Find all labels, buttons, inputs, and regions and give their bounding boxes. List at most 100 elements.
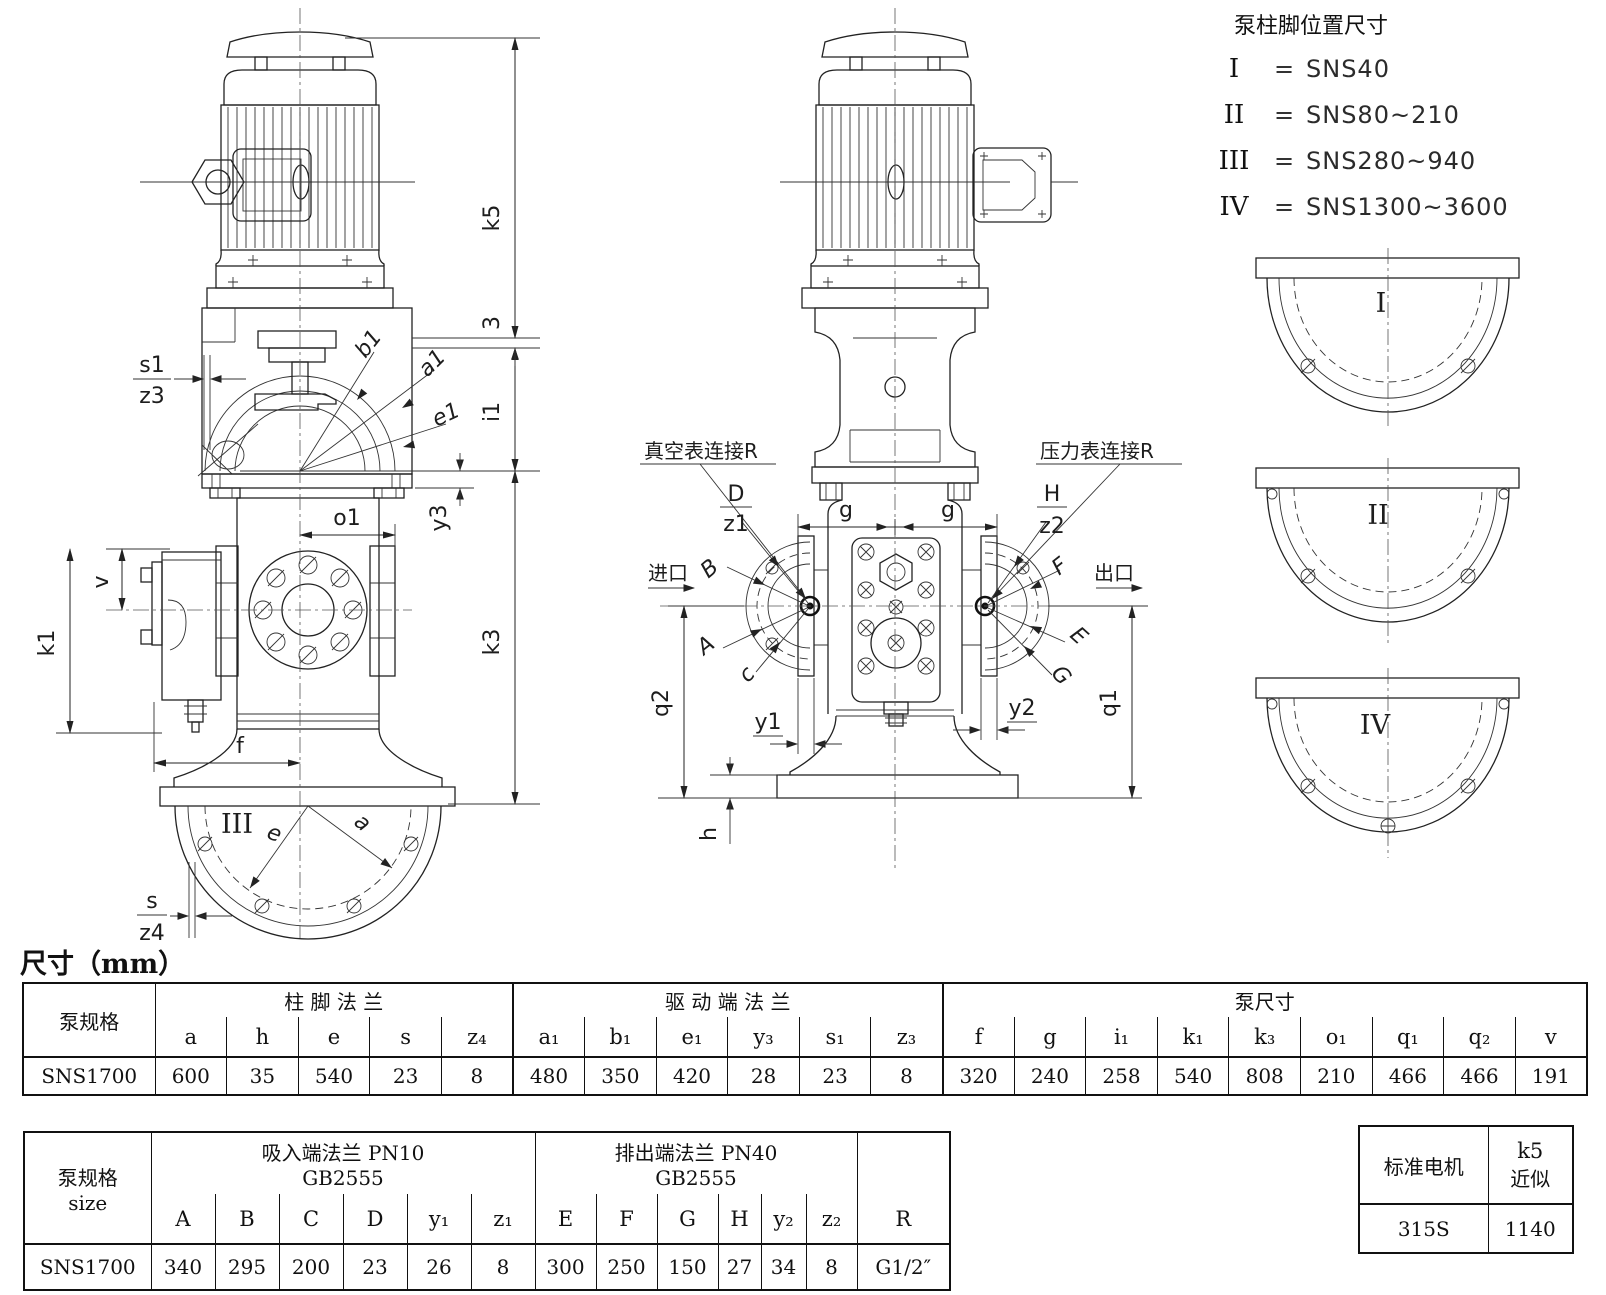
- col-header: y₁: [406, 1194, 472, 1245]
- cell: 35: [226, 1056, 299, 1096]
- motor-header: 标准电机: [1358, 1125, 1489, 1205]
- cell: 540: [1156, 1056, 1230, 1096]
- dim-v: v: [89, 575, 114, 588]
- dim-z1: z1: [723, 512, 749, 537]
- cell: 295: [214, 1243, 280, 1291]
- plate-II-label: II: [1367, 500, 1388, 531]
- equals-sign: =: [1273, 55, 1295, 83]
- cell: 480: [511, 1056, 586, 1096]
- group-header-pump-size: 泵尺寸: [941, 982, 1588, 1017]
- dim-E: E: [1065, 622, 1092, 650]
- dim-z2: z2: [1039, 514, 1065, 539]
- equals-sign: =: [1273, 193, 1295, 221]
- cell: 340: [150, 1243, 216, 1291]
- col-header: e₁: [655, 1017, 729, 1058]
- cell: 26: [406, 1243, 472, 1291]
- pressure-gauge-label: 压力表连接R: [1040, 439, 1154, 463]
- dim-y2: y2: [1008, 696, 1035, 721]
- col-header-pump-spec: 泵规格 size: [23, 1131, 152, 1245]
- cell: 250: [595, 1243, 658, 1291]
- cell: 8: [870, 1056, 944, 1096]
- dimensions-heading: 尺寸（mm）: [20, 949, 186, 980]
- equals-sign: =: [1273, 147, 1295, 175]
- cell: 28: [727, 1056, 800, 1096]
- cell: 23: [342, 1243, 408, 1291]
- motor-frame-cell: 315S: [1358, 1203, 1489, 1254]
- relief-valve: [140, 551, 222, 733]
- dim-q2: q2: [649, 689, 674, 717]
- pump-column: [215, 497, 396, 730]
- col-header: y₂: [760, 1194, 807, 1245]
- dim-q1: q1: [1097, 689, 1122, 717]
- col-header: o₁: [1300, 1017, 1373, 1058]
- pump-model-cell: SNS1700: [23, 1243, 152, 1291]
- cell: 210: [1300, 1056, 1373, 1096]
- legend-numeral: III: [1218, 146, 1250, 176]
- cell: 808: [1228, 1056, 1301, 1096]
- dim-e1: e1: [428, 398, 464, 432]
- dim-b1: b1: [350, 325, 387, 362]
- front-view: s1 z3 b1 a1 e1 3 k5 i1 k3 y3 o1 v k1 f I…: [35, 8, 540, 942]
- outlet-label: 出口: [1094, 561, 1134, 585]
- terminal-box-icon: [140, 148, 312, 222]
- dim-a: a: [349, 809, 375, 837]
- dim-B: B: [696, 555, 724, 584]
- col-header: z₄: [440, 1017, 514, 1058]
- foot-plate-IV: IV: [1255, 668, 1520, 858]
- cell: 350: [584, 1056, 657, 1096]
- dim-k5: k5: [480, 205, 505, 232]
- k5-value-cell: 1140: [1487, 1203, 1574, 1254]
- col-header: s₁: [798, 1017, 872, 1058]
- col-header: a₁: [511, 1017, 586, 1058]
- col-header: z₂: [805, 1194, 858, 1245]
- col-header: G: [656, 1194, 719, 1245]
- terminal-box-icon: [972, 147, 1078, 223]
- col-header: f: [941, 1017, 1015, 1058]
- dim-3: 3: [480, 316, 505, 330]
- group-header-discharge-flange: 排出端法兰 PN40 GB2555: [534, 1131, 858, 1194]
- cell: 8: [440, 1056, 514, 1096]
- dim-y1: y1: [754, 710, 781, 735]
- cell: 240: [1013, 1056, 1087, 1096]
- cell: 34: [760, 1243, 807, 1291]
- col-header: b₁: [584, 1017, 657, 1058]
- cell: 600: [154, 1056, 228, 1096]
- legend-numeral: II: [1223, 100, 1245, 130]
- table-row: 315S 1140: [1358, 1203, 1574, 1254]
- dim-f: f: [236, 734, 245, 759]
- col-header: z₃: [870, 1017, 944, 1058]
- legend-value: SNS1300~3600: [1306, 193, 1509, 221]
- legend-row: IV = SNS1300~3600: [1206, 192, 1602, 222]
- cell: 466: [1371, 1056, 1445, 1096]
- col-header: B: [214, 1194, 280, 1245]
- legend-row: I = SNS40: [1206, 54, 1602, 84]
- base: [776, 715, 1019, 799]
- col-header: z₁: [470, 1194, 536, 1245]
- dim-i1: i1: [480, 402, 505, 422]
- dim-s: s: [146, 889, 157, 914]
- base-bell: [159, 728, 456, 940]
- col-header: y₃: [727, 1017, 800, 1058]
- plate-I-label: I: [1376, 288, 1387, 319]
- k5-approx-header: k5 近似: [1487, 1125, 1574, 1205]
- cell: 420: [655, 1056, 729, 1096]
- col-header: A: [150, 1194, 216, 1245]
- cell: 150: [656, 1243, 719, 1291]
- cell: 8: [805, 1243, 858, 1291]
- pump-spec-line1: 泵规格: [57, 1165, 118, 1190]
- dim-y3: y3: [427, 504, 452, 531]
- col-header: C: [278, 1194, 344, 1245]
- group-header-suction-flange: 吸入端法兰 PN10 GB2555: [150, 1131, 536, 1194]
- cell: 200: [278, 1243, 344, 1291]
- equals-sign: =: [1273, 101, 1295, 129]
- foot-plate-I: I: [1255, 248, 1520, 430]
- dim-A: A: [691, 631, 720, 661]
- col-header: h: [226, 1017, 299, 1058]
- legend-value: SNS280~940: [1306, 147, 1477, 175]
- pump-model-cell: SNS1700: [22, 1056, 156, 1096]
- col-header: D: [342, 1194, 408, 1245]
- pump-spec-line2: size: [68, 1190, 108, 1215]
- legend-value: SNS40: [1306, 55, 1390, 83]
- group-header-drive-flange: 驱 动 端 法 兰: [511, 982, 944, 1017]
- cell: 191: [1514, 1056, 1588, 1096]
